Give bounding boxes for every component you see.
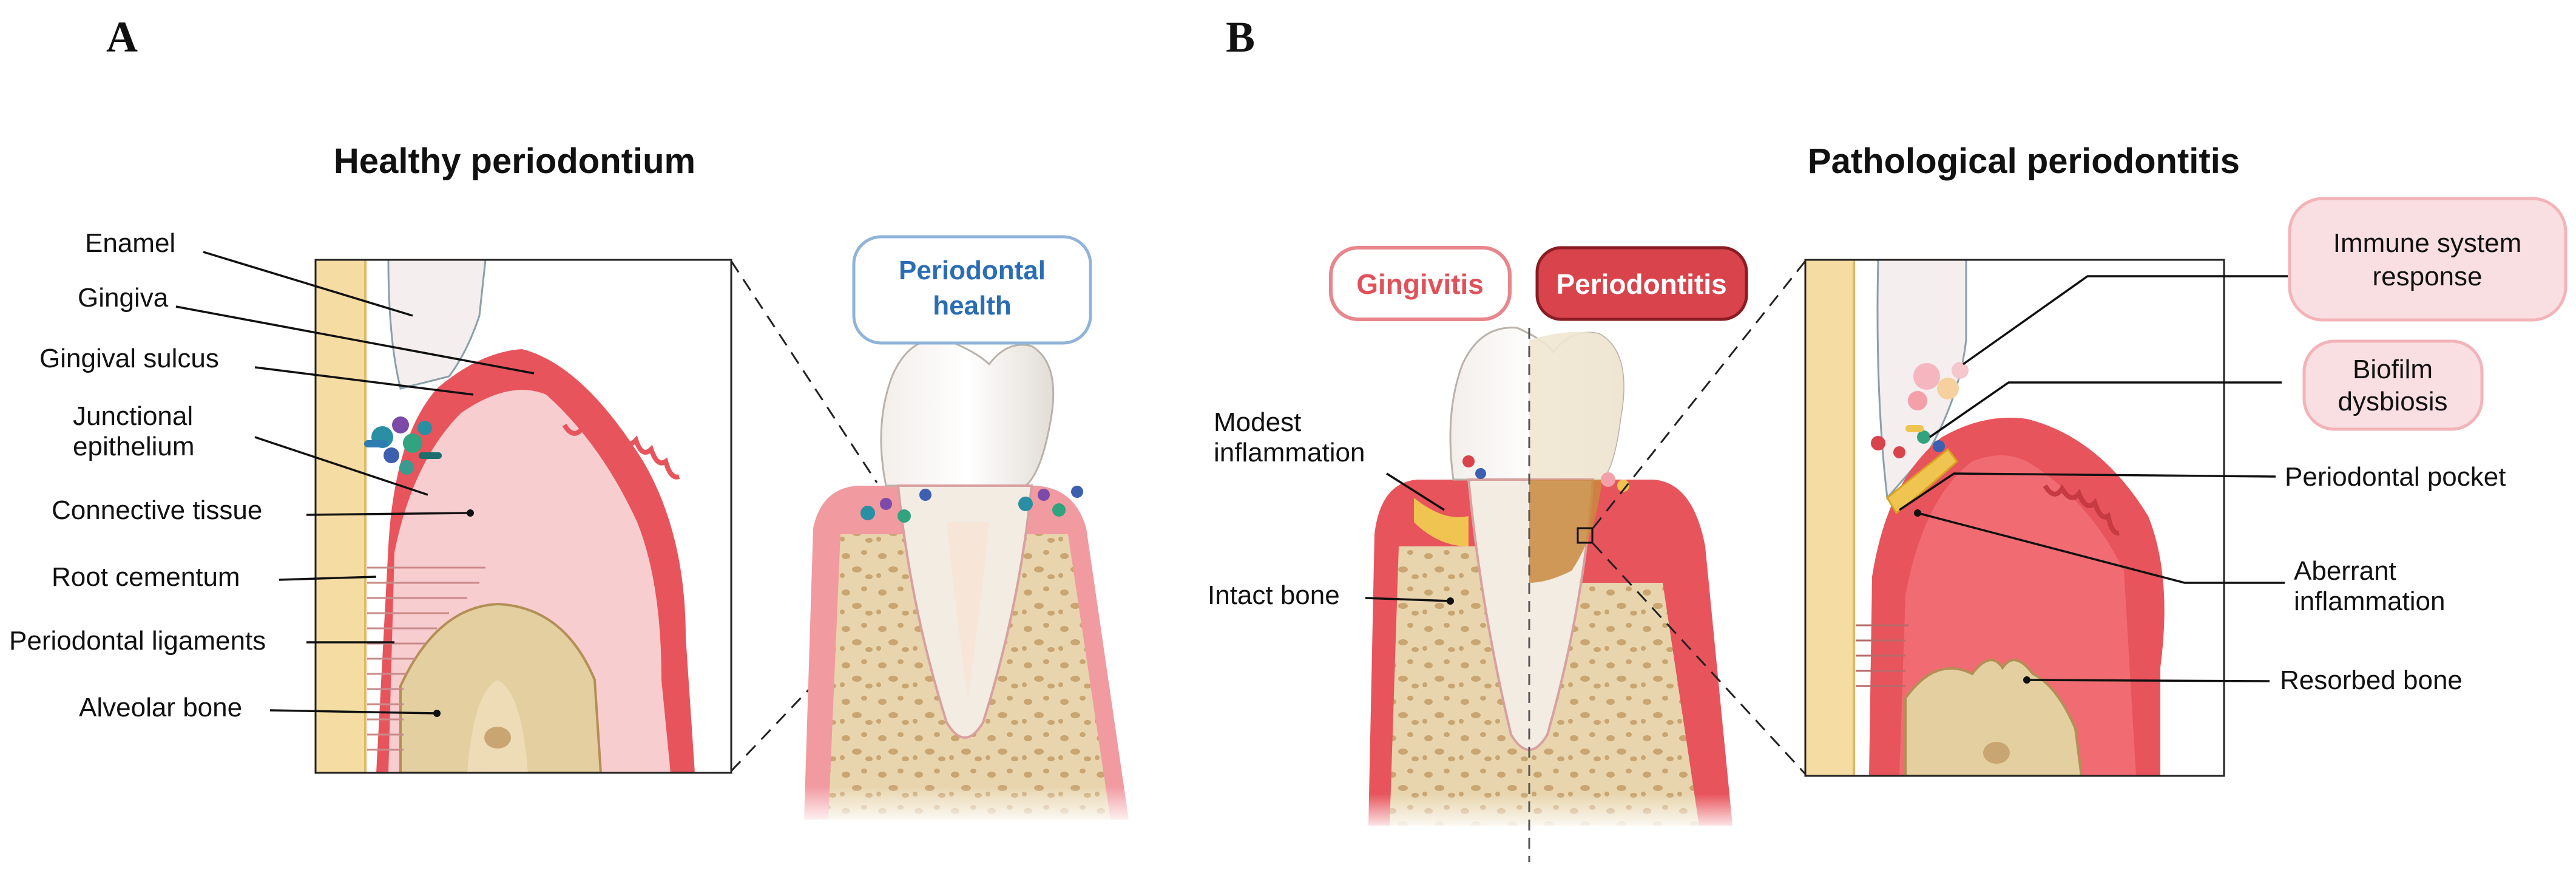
badge-periodontitis-text: Periodontitis — [1556, 268, 1726, 300]
label-modest-1: Modest — [1214, 407, 1301, 437]
label-periodontal-ligaments: Periodontal ligaments — [9, 626, 266, 656]
label-modest-2: inflammation — [1214, 438, 1365, 467]
label-periodontal-pocket: Periodontal pocket — [2285, 462, 2506, 492]
label-root-cementum: Root cementum — [52, 562, 240, 592]
label-gingival-sulcus: Gingival sulcus — [39, 344, 219, 373]
healthy-zoom-illustration — [314, 259, 732, 774]
badge-biofilm-dysbiosis: Biofilm dysbiosis — [2302, 339, 2484, 431]
panel-a-title: Healthy periodontium — [334, 141, 695, 181]
badge-biofilm-text-2: dysbiosis — [2338, 387, 2448, 416]
panel-b-title: Pathological periodontitis — [1808, 141, 2240, 181]
badge-immune-text-2: response — [2372, 262, 2482, 291]
label-enamel: Enamel — [85, 228, 175, 258]
label-junctional-1: Junctional — [73, 401, 193, 431]
badge-immune-response: Immune system response — [2288, 197, 2568, 322]
label-junctional-2: epithelium — [73, 432, 195, 461]
badge-gingivitis: Gingivitis — [1329, 246, 1512, 321]
label-intact-bone: Intact bone — [1208, 580, 1340, 610]
biofilm-cluster — [364, 416, 442, 475]
label-gingiva: Gingiva — [78, 283, 169, 313]
badge-biofilm-text-1: Biofilm — [2353, 355, 2433, 384]
badge-immune-text-1: Immune system — [2333, 228, 2522, 258]
panel-b-letter: B — [1226, 13, 1255, 61]
label-aberrant-2: inflammation — [2294, 586, 2445, 616]
badge-periodontitis: Periodontitis — [1535, 246, 1748, 321]
diseased-tooth-illustration — [1353, 327, 1748, 832]
badge-gingivitis-text: Gingivitis — [1356, 268, 1484, 300]
pathological-zoom-illustration — [1804, 259, 2225, 777]
panel-a-letter: A — [106, 13, 138, 61]
label-connective-tissue: Connective tissue — [52, 495, 262, 525]
healthy-tooth-illustration — [789, 338, 1153, 826]
label-alveolar-bone: Alveolar bone — [79, 693, 242, 722]
label-aberrant-1: Aberrant — [2294, 556, 2396, 586]
immune-cell-cluster — [1871, 362, 1969, 458]
label-resorbed-bone: Resorbed bone — [2280, 665, 2463, 695]
